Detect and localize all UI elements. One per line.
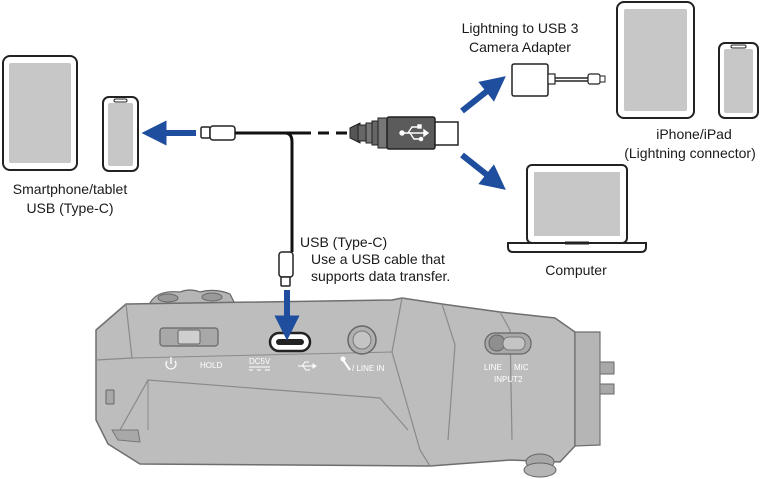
usb-note-line3: supports data transfer.	[311, 268, 450, 284]
adapter-label-line1: Lightning to USB 3	[462, 20, 579, 36]
usb-a-plug	[349, 116, 459, 150]
usb-note-line2: Use a USB cable that	[311, 251, 445, 267]
apple-device-label-line1: iPhone/iPad	[656, 126, 732, 142]
usb-symbol-icon	[399, 124, 430, 142]
dc5v-label: DC5V	[249, 357, 271, 366]
camera-adapter-icon	[511, 63, 606, 97]
usb-note-line1: USB (Type-C)	[300, 234, 387, 250]
line-label: LINE	[484, 363, 502, 372]
left-smartphone-icon	[102, 96, 139, 172]
apple-device-label-line2: (Lightning connector)	[624, 145, 756, 161]
laptop-icon	[507, 164, 647, 253]
mic-label: MIC	[514, 363, 529, 372]
usb-cable	[200, 125, 350, 287]
adapter-label-line2: Camera Adapter	[469, 39, 571, 55]
recorder-device: HOLD DC5V / LINE IN LINE MIC INPUT2	[95, 289, 615, 478]
mic-icon	[340, 356, 351, 371]
left-device-label-line1: Smartphone/tablet	[13, 181, 128, 197]
arrow-to-adapter	[460, 76, 506, 114]
usb-port-symbol-icon	[298, 361, 317, 371]
input2-label: INPUT2	[494, 375, 523, 384]
arrow-to-computer	[460, 152, 506, 190]
left-tablet-icon	[2, 55, 78, 171]
left-device-label-line2: USB (Type-C)	[26, 200, 113, 216]
line-in-label: / LINE IN	[352, 364, 385, 373]
hold-label: HOLD	[200, 361, 222, 370]
ipad-icon	[616, 1, 695, 119]
power-icon	[165, 357, 177, 370]
computer-label: Computer	[545, 262, 607, 278]
iphone-icon	[718, 42, 759, 119]
